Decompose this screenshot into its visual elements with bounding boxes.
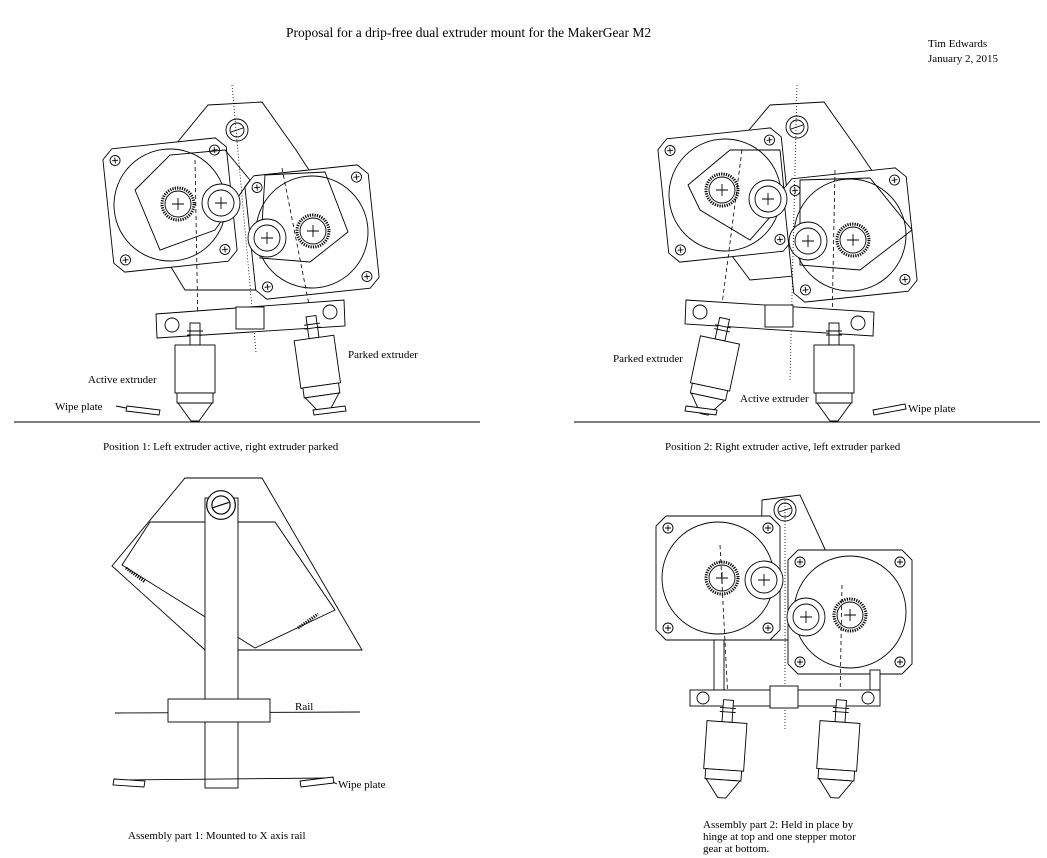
- wipe-plate-left: [125, 405, 161, 416]
- wipe-plate-right: [872, 403, 907, 416]
- right-extruder-nozzle: [814, 698, 862, 800]
- wipe-plate-right: [312, 405, 347, 416]
- left-extruder-nozzle: [701, 698, 749, 800]
- wipe-plate-base: [114, 777, 331, 781]
- bar-center-block: [764, 304, 794, 328]
- panel-assembly-2: Assembly part 2: Held in place by hinge …: [655, 494, 913, 855]
- document-title: Proposal for a drip-free dual extruder m…: [286, 25, 651, 40]
- carriage-plate: [134, 149, 251, 251]
- bar-center-block: [769, 685, 799, 709]
- wipe-plate-label: Wipe plate: [338, 779, 386, 791]
- caption-assembly-2-line-1: Assembly part 2: Held in place by: [703, 819, 854, 831]
- active-extruder-nozzle: [174, 322, 216, 422]
- panel-position-1: Active extruder Wipe plate Parked extrud…: [14, 84, 480, 453]
- caption-assembly-2-line-2: hinge at top and one stepper motor: [703, 831, 856, 843]
- carriage-plate: [121, 521, 336, 649]
- wipe-plate-label: Wipe plate: [908, 403, 956, 415]
- active-extruder-label: Active extruder: [740, 393, 809, 405]
- idler-gear-icon: [786, 597, 826, 637]
- bar-center-block: [235, 306, 265, 330]
- caption-position-1: Position 1: Left extruder active, right …: [103, 441, 339, 453]
- mount-bracket: [111, 477, 363, 651]
- parked-extruder-label: Parked extruder: [613, 353, 683, 365]
- idler-gear-icon: [201, 183, 241, 223]
- rail-label: Rail: [295, 701, 313, 713]
- caption-assembly-2-line-3: gear at bottom.: [703, 843, 770, 855]
- idler-gear-icon: [744, 560, 784, 600]
- document-date: January 2, 2015: [928, 53, 998, 65]
- idler-gear-icon: [748, 179, 788, 219]
- parked-extruder-label: Parked extruder: [348, 349, 418, 361]
- caption-position-2: Position 2: Right extruder active, left …: [665, 441, 901, 453]
- rail-block: [167, 698, 271, 723]
- hinge-pivot-icon: [225, 118, 249, 142]
- wipe-plate-label: Wipe plate: [55, 401, 103, 413]
- active-extruder-label: Active extruder: [88, 374, 157, 386]
- panel-assembly-1: Rail Wipe plate Assembly part 1: Mounted…: [111, 477, 386, 842]
- panel-position-2: Parked extruder Active extruder Wipe pla…: [574, 84, 1040, 453]
- hinge-pivot-icon: [785, 115, 809, 139]
- hinge-pivot-icon: [206, 490, 236, 520]
- support-stalk: [204, 497, 239, 789]
- parked-extruder-nozzle: [684, 313, 745, 419]
- caption-assembly-1: Assembly part 1: Mounted to X axis rail: [128, 830, 306, 842]
- idler-gear-icon: [788, 221, 828, 261]
- author-name: Tim Edwards: [928, 38, 987, 50]
- active-extruder-nozzle: [813, 322, 855, 422]
- wipe-plate-left: [684, 405, 718, 416]
- idler-gear-icon: [247, 218, 287, 258]
